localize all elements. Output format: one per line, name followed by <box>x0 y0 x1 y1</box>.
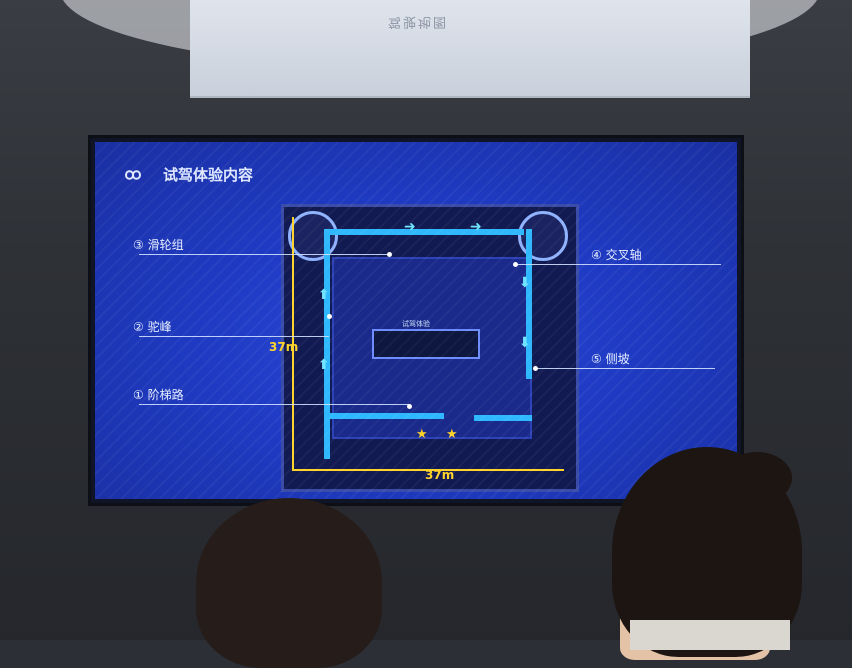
leader-dot <box>533 366 538 371</box>
dimension-line-horizontal <box>294 469 564 471</box>
arrow-icon: ⬇ <box>519 275 531 291</box>
leader-dot <box>407 404 412 409</box>
dimension-vertical: 37m <box>269 340 299 354</box>
screen-title-text: 试驾体验内容 <box>163 166 254 184</box>
display-screen: 试驾体验内容 试驾体验 ➜ ➜ ⬇ ⬇ ⬆ ⬆ ★ ★ <box>88 135 744 506</box>
leader-hump <box>139 336 329 337</box>
arrow-icon: ➜ <box>404 219 416 235</box>
infinity-logo-icon <box>125 169 142 180</box>
arrow-icon: ➜ <box>470 219 482 235</box>
label-side-slope: ⑤ 侧坡 <box>591 352 630 366</box>
route-bottom-left <box>324 413 444 419</box>
building-label: 试驾体验 <box>402 320 430 328</box>
leader-dot <box>387 252 392 257</box>
screen-title: 试驾体验内容 <box>125 164 253 185</box>
star-icon: ★ <box>446 427 458 442</box>
leader-stairs <box>139 404 409 405</box>
arrow-icon: ⬆ <box>318 357 330 373</box>
arrow-icon: ⬆ <box>318 287 330 303</box>
pulley-tower-left <box>288 211 338 261</box>
label-pulley: ③ 滑轮组 <box>133 238 184 252</box>
route-right <box>526 229 532 379</box>
hair-bun <box>722 452 792 504</box>
arrow-icon: ⬇ <box>519 335 531 351</box>
center-building <box>372 329 480 359</box>
leader-cross-axle <box>515 264 721 265</box>
ceiling-text: 驾驶地图 <box>388 14 449 29</box>
label-stairs: ① 阶梯路 <box>133 388 184 402</box>
route-bottom-right <box>474 415 532 421</box>
inner-court <box>332 257 532 439</box>
leader-pulley <box>139 254 389 255</box>
label-hump: ② 驼峰 <box>133 320 172 334</box>
star-icon: ★ <box>416 427 428 442</box>
route-left <box>324 229 330 459</box>
display-content: 试驾体验内容 试驾体验 ➜ ➜ ⬇ ⬇ ⬆ ⬆ ★ ★ <box>95 142 737 499</box>
leader-dot <box>327 314 332 319</box>
track-map: 试驾体验 ➜ ➜ ⬇ ⬇ ⬆ ⬆ ★ ★ <box>281 204 579 492</box>
person-left-head <box>196 498 382 668</box>
leader-dot <box>513 262 518 267</box>
ceiling-panel: 驾驶地图 <box>190 0 750 98</box>
pulley-tower-right <box>518 211 568 261</box>
route-top <box>324 229 524 235</box>
label-cross-axle: ④ 交叉轴 <box>591 248 642 262</box>
leader-side-slope <box>535 368 715 369</box>
dimension-line-vertical <box>292 217 294 471</box>
dimension-horizontal: 37m <box>425 468 455 482</box>
person-right-shirt <box>630 620 790 650</box>
